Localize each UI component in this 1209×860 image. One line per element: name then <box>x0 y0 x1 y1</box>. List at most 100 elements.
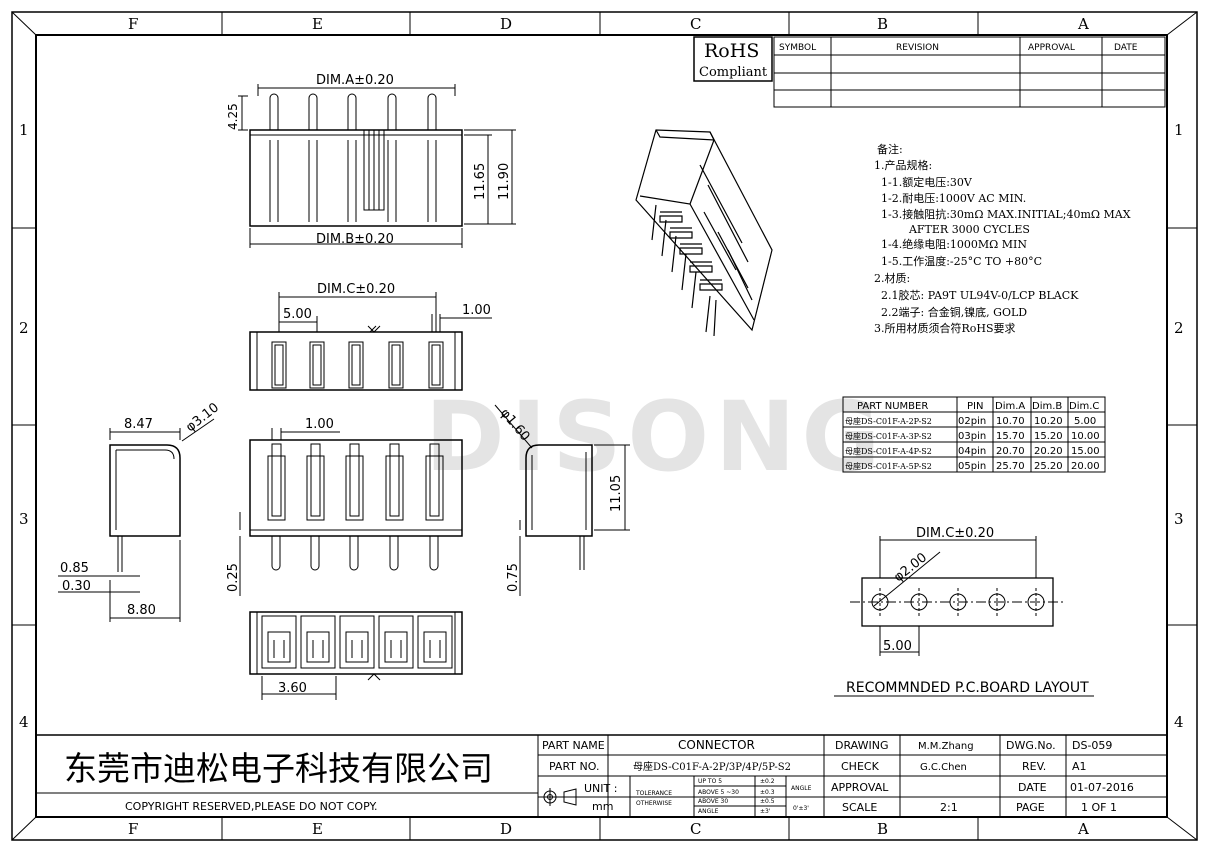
zone-col-top: A <box>1077 15 1089 33</box>
drawing-label: DRAWING <box>835 739 888 752</box>
notes-block: 备注: 1.产品规格: 1-1.额定电压:30V 1-2.耐电压:1000V A… <box>874 142 1131 335</box>
note-line: 2.材质: <box>874 271 910 285</box>
company-name: 东莞市迪松电子科技有限公司 <box>64 749 493 788</box>
rev-value: A1 <box>1072 760 1087 773</box>
pn-header: Dim.C <box>1069 401 1099 412</box>
pn-cell: 15.00 <box>1071 446 1100 457</box>
tol-up5: UP TO 5 <box>698 778 722 785</box>
zone-grid <box>12 12 1197 840</box>
note-line: 1.产品规格: <box>874 158 932 172</box>
pin-width-1-00: 1.00 <box>462 303 491 318</box>
note-line: 1-4.绝缘电阻:1000MΩ MIN <box>874 237 1027 251</box>
part-name-label: PART NAME <box>542 739 605 752</box>
view-front-pins-up <box>238 84 516 248</box>
pn-cell: 20.00 <box>1071 461 1100 472</box>
right-dim-0-75: 0.75 <box>506 563 521 592</box>
rev-label: REV. <box>1022 760 1046 773</box>
zone-col-top: E <box>312 15 323 33</box>
rev-header-date: DATE <box>1114 43 1138 53</box>
front-pin-width-1-00: 1.00 <box>305 417 334 432</box>
rev-header-revision: REVISION <box>896 43 939 53</box>
pn-cell: 母座DS-C01F-A-2P-S2 <box>845 416 932 426</box>
page-value: 1 OF 1 <box>1081 801 1117 814</box>
zone-row-left: 1 <box>19 121 29 139</box>
tol-5-30-value: ±0.3 <box>760 789 775 796</box>
outer-frame <box>11 11 1198 841</box>
zone-col-bottom: F <box>128 820 138 838</box>
zone-col-bottom: A <box>1077 820 1089 838</box>
rohs-badge: RoHS Compliant <box>693 36 773 82</box>
zone-labels: F E D C B A F E D C B A 1 2 3 4 1 2 3 4 <box>19 15 1184 838</box>
dim-c-label: DIM.C±0.20 <box>317 282 395 297</box>
angle-value: 0'±3' <box>793 805 809 812</box>
zone-row-right: 3 <box>1174 510 1184 528</box>
view-right-side <box>494 404 630 596</box>
title-block <box>36 734 1167 817</box>
date-value: 01-07-2016 <box>1070 781 1134 794</box>
isometric-view <box>635 129 773 337</box>
tol-angle-value: ±3' <box>760 808 771 815</box>
zone-col-bottom: D <box>500 820 512 838</box>
zone-row-left: 3 <box>19 510 29 528</box>
pitch-5-00: 5.00 <box>283 307 312 322</box>
zone-row-right: 2 <box>1174 319 1184 337</box>
tol-30: ABOVE 30 <box>698 798 728 805</box>
dwg-label: DWG.No. <box>1006 739 1056 752</box>
rev-header-approval: APPROVAL <box>1028 43 1075 53</box>
pn-cell: 20.20 <box>1034 446 1063 457</box>
drawing-value: M.M.Zhang <box>918 741 974 752</box>
copyright-notice: COPYRIGHT RESERVED,PLEASE DO NOT COPY. <box>125 800 377 813</box>
watermark: DISONG <box>425 381 886 493</box>
pcb-caption: RECOMMNDED P.C.BOARD LAYOUT <box>846 680 1089 696</box>
scale-value: 2:1 <box>940 801 958 814</box>
part-no-label: PART NO. <box>549 760 599 773</box>
pn-cell: 母座DS-C01F-A-3P-S2 <box>845 431 932 441</box>
zone-col-top: F <box>128 15 138 33</box>
pn-header: Dim.A <box>995 401 1025 412</box>
page-label: PAGE <box>1016 801 1045 814</box>
part-no-value: 母座DS-C01F-A-2P/3P/4P/5P-S2 <box>633 760 791 773</box>
pn-cell: 10.70 <box>996 416 1025 427</box>
zone-col-bottom: B <box>877 820 888 838</box>
tol-30-value: ±0.5 <box>760 798 775 805</box>
tol-5-30: ABOVE 5 ~30 <box>698 789 739 796</box>
side-dim-0-85: 0.85 <box>60 561 89 576</box>
zone-col-top: D <box>500 15 512 33</box>
note-line: 1-5.工作温度:-25°C TO +80°C <box>874 254 1042 268</box>
pn-cell: 15.20 <box>1034 431 1063 442</box>
check-value: G.C.Chen <box>920 762 967 773</box>
zone-col-top: B <box>877 15 888 33</box>
check-label: CHECK <box>841 760 880 773</box>
revision-table <box>773 36 1166 108</box>
pn-cell: 02pin <box>958 416 986 427</box>
note-line: 1-2.耐电压:1000V AC MIN. <box>874 192 1026 205</box>
pn-header: Dim.B <box>1032 401 1062 412</box>
rohs-subtitle: Compliant <box>699 65 768 80</box>
unit-label: UNIT : <box>584 782 617 795</box>
dim-b-label: DIM.B±0.20 <box>316 232 394 247</box>
bottom-dim-3-60: 3.60 <box>278 681 307 696</box>
note-line: 2.2端子: 合金铜,镍底, GOLD <box>874 305 1027 319</box>
side-radius-3-10: φ3.10 <box>183 400 222 435</box>
side-dim-8-80: 8.80 <box>127 603 156 618</box>
note-line: 1-1.额定电压:30V <box>874 175 973 189</box>
note-line: AFTER 3000 CYCLES <box>874 223 1030 236</box>
date-label: DATE <box>1018 781 1047 794</box>
unit-value: mm <box>592 800 613 813</box>
tol-angle: ANGLE <box>698 808 719 815</box>
pn-cell: 母座DS-C01F-A-4P-S2 <box>845 446 932 456</box>
rohs-title: RoHS <box>704 40 759 62</box>
pn-cell: 05pin <box>958 461 986 472</box>
part-number-table <box>842 396 1106 473</box>
pcb-layout <box>834 536 1094 697</box>
pcb-dim-c: DIM.C±0.20 <box>916 526 994 541</box>
pn-header: PIN <box>967 401 983 412</box>
dim-a-label: DIM.A±0.20 <box>316 73 394 88</box>
pcb-hole-dia: φ2.00 <box>891 550 930 585</box>
pn-cell: 04pin <box>958 446 986 457</box>
pn-cell: 03pin <box>958 431 986 442</box>
zone-col-bottom: E <box>312 820 323 838</box>
view-top <box>249 292 492 391</box>
zone-row-right: 4 <box>1174 713 1184 731</box>
view-bottom <box>249 611 463 700</box>
